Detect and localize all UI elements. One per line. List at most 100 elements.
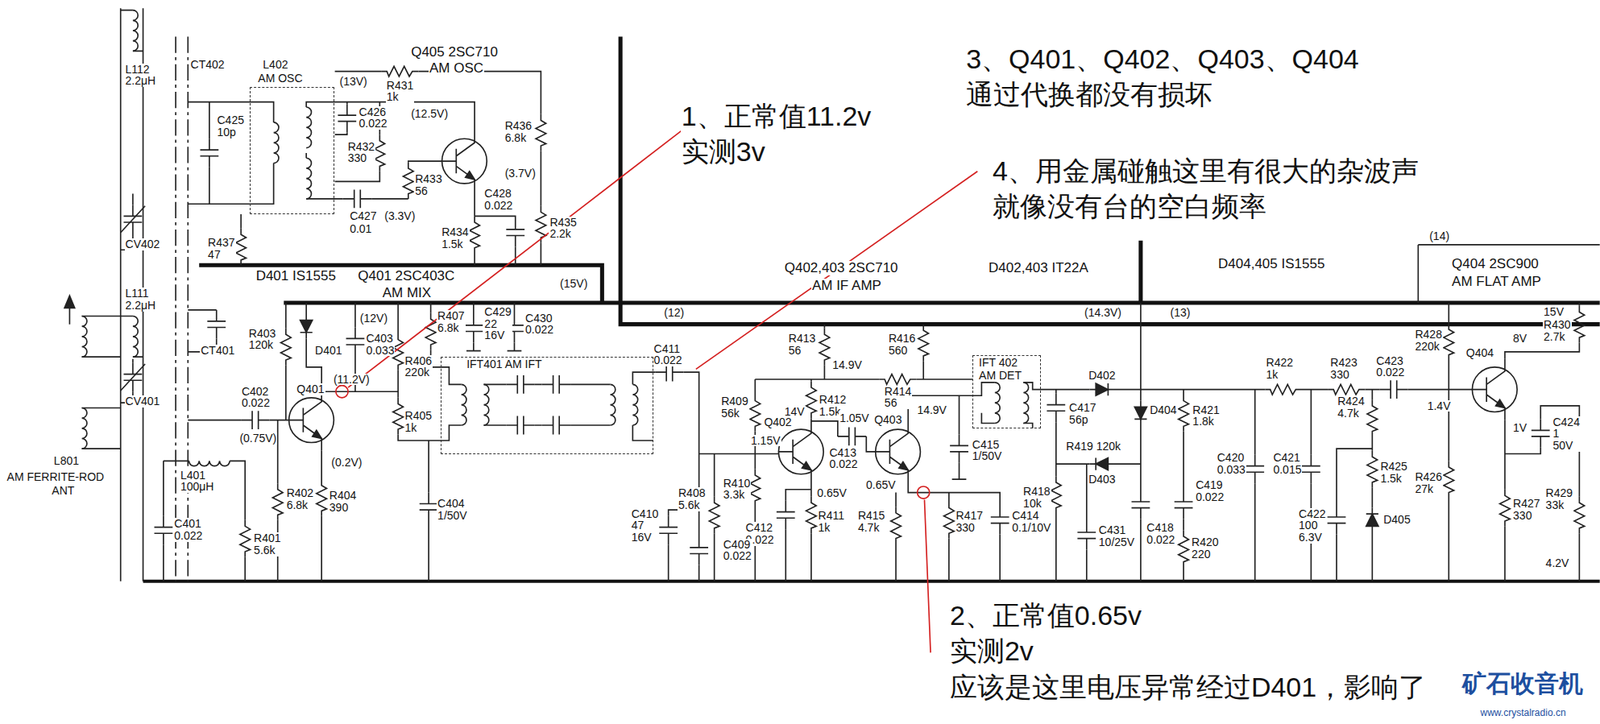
part-label: 1.4V <box>1426 400 1452 413</box>
part-label: D403 <box>1087 473 1116 486</box>
part-label: C426 0.022 <box>358 106 389 130</box>
part-label: R425 1.5k <box>1379 460 1408 485</box>
part-label: R422 1k <box>1265 356 1294 381</box>
part-label: D401 <box>314 344 343 357</box>
part-label: R433 56 <box>414 173 443 197</box>
part-label: C425 10p <box>216 114 245 138</box>
part-label: Q403 <box>873 414 903 427</box>
part-label: (13V) <box>339 75 369 88</box>
part-label: R417 330 <box>955 509 984 534</box>
section-heading: D401 IS1555 <box>255 269 337 284</box>
section-heading: Q404 2SC900 <box>1450 256 1540 272</box>
part-label: 1.05V <box>838 412 871 425</box>
part-label: (12) <box>663 306 685 320</box>
part-label: C410 47 16V <box>630 508 660 544</box>
part-label: L112 2.2μH <box>124 63 158 88</box>
part-label: R435 2.2k <box>548 216 577 241</box>
part-label: C413 0.022 <box>828 447 859 471</box>
part-label: C409 0.022 <box>722 538 753 563</box>
part-label: R436 6.8k <box>504 120 533 144</box>
part-label: C401 0.022 <box>173 518 204 542</box>
part-label: C414 0.1/10V <box>1011 509 1052 534</box>
part-label: R401 5.6k <box>252 532 282 556</box>
part-label: D405 <box>1382 513 1411 527</box>
part-label: R429 33k <box>1545 487 1574 511</box>
wire <box>64 8 1600 582</box>
part-label: D404 <box>1148 404 1178 417</box>
part-label: R420 220 <box>1190 536 1219 560</box>
capacitor-symbol <box>124 103 1551 565</box>
part-label: 1.15V <box>750 435 782 448</box>
part-label: 14.9V <box>831 359 863 372</box>
part-label: R403 120k <box>248 327 277 352</box>
section-heading: Q401 2SC403C <box>356 269 456 284</box>
part-label: D402 <box>1087 369 1116 382</box>
part-label: R407 6.8k <box>436 310 465 334</box>
part-label: C411 0.022 <box>653 343 684 367</box>
part-label: L401 100μH <box>179 469 216 494</box>
module-heading: IFT 402 <box>978 356 1019 369</box>
resistor-symbol <box>236 66 1585 568</box>
part-label: C428 0.022 <box>483 187 514 212</box>
part-label: R430 2.7k <box>1542 319 1571 343</box>
part-label: (14.3V) <box>1083 306 1123 320</box>
part-label: R423 330 <box>1329 356 1358 381</box>
part-label: C422 100 6.3V <box>1297 508 1327 544</box>
diode-symbol <box>300 314 1379 533</box>
part-label: C430 0.022 <box>524 312 555 336</box>
section-heading: AM OSC <box>428 61 485 76</box>
part-label: R406 220k <box>404 355 433 379</box>
part-label: C402 0.022 <box>240 385 271 410</box>
part-label: (0.2V) <box>330 456 363 469</box>
part-label: (12V) <box>359 312 389 325</box>
part-label: R411 1k <box>817 509 846 534</box>
annotation-note: 2、正常值0.65v 实测2v 应该是这里电压异常经过D401，影响了 <box>949 597 1467 705</box>
annotation-note: 3、Q401、Q402、Q403、Q404 通过代换都没有损坏 <box>965 41 1467 112</box>
part-label: (11.2V) <box>332 373 371 386</box>
part-label: R402 6.8k <box>286 487 315 511</box>
section-heading: D404,405 IS1555 <box>1217 256 1326 272</box>
part-label: 8V <box>1512 332 1528 345</box>
watermark-url: www.crystalradio.cn <box>1479 708 1567 719</box>
part-label: L111 2.2μH <box>124 287 158 311</box>
part-label: ANT <box>50 484 75 498</box>
part-label: R416 560 <box>887 332 917 357</box>
part-label: 4.2V <box>1545 557 1571 570</box>
part-label: C427 <box>348 210 378 223</box>
part-label: R437 47 <box>207 236 236 261</box>
part-label: (3.3V) <box>383 210 416 223</box>
part-label: C403 0.033 <box>364 332 395 357</box>
section-heading: AM IF AMP <box>811 278 883 294</box>
part-label: C420 0.033 <box>1216 451 1247 476</box>
part-label: R434 1.5k <box>440 226 469 250</box>
part-label: Q401 <box>295 383 325 396</box>
part-label: 15V <box>1542 306 1565 319</box>
part-label: (13) <box>1169 306 1192 320</box>
dashed-module-box: IFT 402AM DET <box>972 355 1041 429</box>
part-label: R418 10k <box>1022 485 1051 510</box>
part-label: R432 330 <box>347 140 376 165</box>
part-label: Q404 <box>1465 347 1495 360</box>
part-label: R419 120k <box>1065 440 1122 453</box>
part-label: R428 220k <box>1413 328 1443 353</box>
part-label: 0.01 <box>348 223 373 236</box>
annotation-note: 1、正常值11.2v 实测3v <box>680 98 949 170</box>
module-heading: L402 <box>261 58 289 71</box>
part-label: C429 22 16V <box>483 306 512 342</box>
section-heading: Q405 2SC710 <box>410 45 499 60</box>
leader-line <box>335 130 978 653</box>
part-label: 1V <box>1512 422 1528 435</box>
part-label: 0.65V <box>865 479 897 492</box>
part-label: R405 1k <box>404 410 433 434</box>
thick-rail <box>143 37 1600 582</box>
part-label: 0.65V <box>816 487 848 500</box>
section-heading: D402,403 IT22A <box>987 261 1090 276</box>
part-label: (12.5V) <box>410 107 449 121</box>
dashed-module-box: L402AM OSC <box>249 87 335 215</box>
part-label: R404 390 <box>328 489 357 514</box>
transistor-symbol <box>289 130 1518 483</box>
coil-symbol <box>82 10 1029 467</box>
part-label: CT401 <box>199 344 236 357</box>
part-label: CV401 <box>124 395 162 408</box>
